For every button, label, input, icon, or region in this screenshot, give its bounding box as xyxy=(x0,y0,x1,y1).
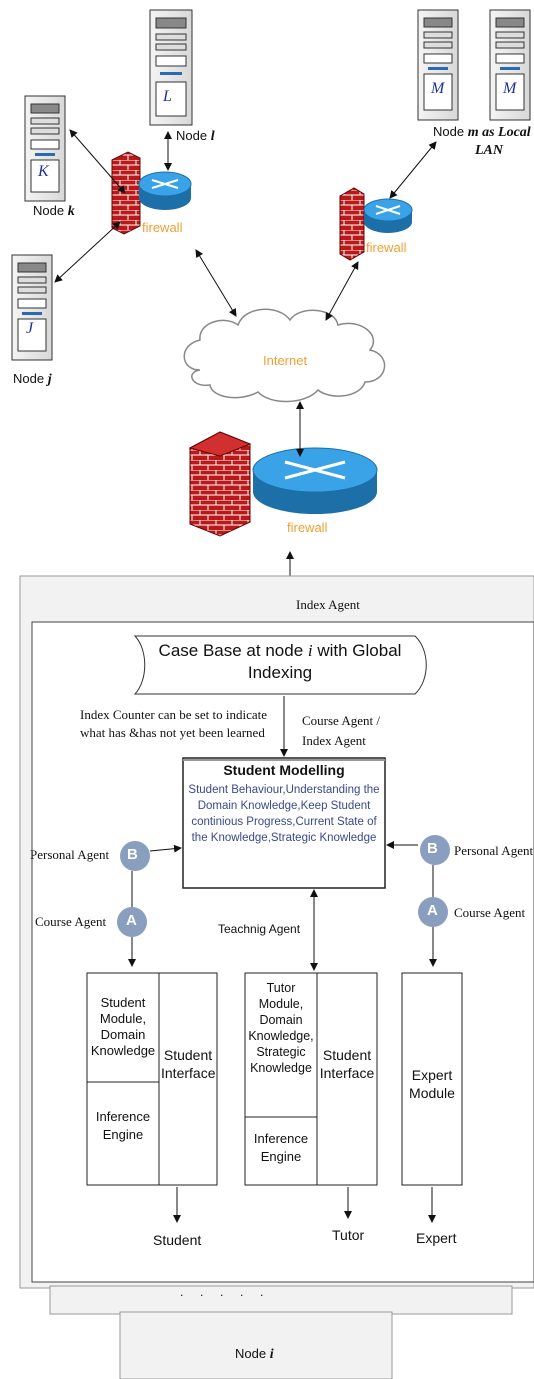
circle-a-left: A xyxy=(126,912,137,929)
server-node-m2-icon xyxy=(489,9,531,121)
personal-agent-left-label: Personal Agent xyxy=(30,847,110,862)
student-inference-text: Inference Engine xyxy=(95,1109,151,1142)
firewall-left-label: firewall xyxy=(142,220,183,235)
tutor-box-frame xyxy=(244,972,378,1186)
firewall-left-icon xyxy=(111,151,141,235)
server-letter-m2: M xyxy=(503,80,517,97)
circle-b-left: B xyxy=(127,846,138,863)
internet-cloud-icon xyxy=(183,308,386,403)
server-letter-k: K xyxy=(38,163,49,180)
tutor-module-text: Tutor Module, Domain Knowledge, Strategi… xyxy=(248,981,314,1075)
case-base-label: Case Base at node i with Global Indexing xyxy=(158,641,402,682)
firewall-main-label: firewall xyxy=(287,520,328,535)
teaching-agent-label: Teachnig Agent xyxy=(218,922,301,936)
index-counter-note: Index Counter can be set to indicate wha… xyxy=(80,707,267,740)
circle-a-right: A xyxy=(427,902,438,919)
student-module-text: Student Module, Domain Knowledge xyxy=(90,995,156,1058)
node-m-label-line2: LAN xyxy=(475,143,503,158)
tutor-inference-text: Inference Engine xyxy=(253,1131,309,1164)
server-letter-j: J xyxy=(26,320,34,337)
firewall-right-label: firewall xyxy=(366,240,407,255)
personal-agent-right-label: Personal Agent xyxy=(454,843,534,858)
router-main-icon xyxy=(252,447,378,514)
course-agent-left-label: Course Agent xyxy=(35,914,107,929)
course-index-agent-label: Course Agent / Index Agent xyxy=(302,713,380,748)
agent-circles xyxy=(117,835,450,937)
router-left-icon xyxy=(138,171,192,210)
course-agent-right-label: Course Agent xyxy=(454,905,526,920)
node-m-label: Node m as Local xyxy=(433,124,531,140)
firewall-main-icon xyxy=(188,431,252,537)
server-node-j-icon xyxy=(11,254,53,361)
case-base-shape xyxy=(133,635,427,695)
node-i-label: Node i xyxy=(235,1346,274,1362)
server-node-m1-icon xyxy=(417,9,459,121)
student-modelling-body: Student Behaviour,Understanding the Doma… xyxy=(188,784,380,844)
node-l-label: Node l xyxy=(176,128,215,144)
server-letter-l: L xyxy=(163,88,172,105)
continuation-dots: . . . . . xyxy=(180,1285,264,1299)
circle-b-right: B xyxy=(427,840,438,857)
output-expert-label: Expert xyxy=(416,1230,457,1246)
student-box-frame xyxy=(86,972,218,1186)
index-agent-label: Index Agent xyxy=(296,597,360,612)
server-node-k-icon xyxy=(24,95,66,202)
node-j-label: Node j xyxy=(13,371,52,387)
system-links xyxy=(128,696,437,1223)
server-letter-m1: M xyxy=(431,80,445,97)
router-right-icon xyxy=(363,198,413,233)
node-k-label: Node k xyxy=(33,203,75,219)
output-tutor-label: Tutor xyxy=(332,1227,365,1243)
firewall-right-icon xyxy=(339,187,365,261)
student-modelling-title: Student Modelling xyxy=(223,762,345,778)
output-student-label: Student xyxy=(153,1232,202,1248)
student-modelling-box xyxy=(182,757,386,889)
internet-label: Internet xyxy=(263,353,308,368)
student-interface-text: Student Interface xyxy=(161,1047,216,1081)
tutor-interface-text: Student Interface xyxy=(319,1047,375,1081)
server-node-l-icon xyxy=(149,9,193,126)
expert-module-text: Expert Module xyxy=(409,1067,455,1101)
expert-box-frame xyxy=(401,972,463,1186)
